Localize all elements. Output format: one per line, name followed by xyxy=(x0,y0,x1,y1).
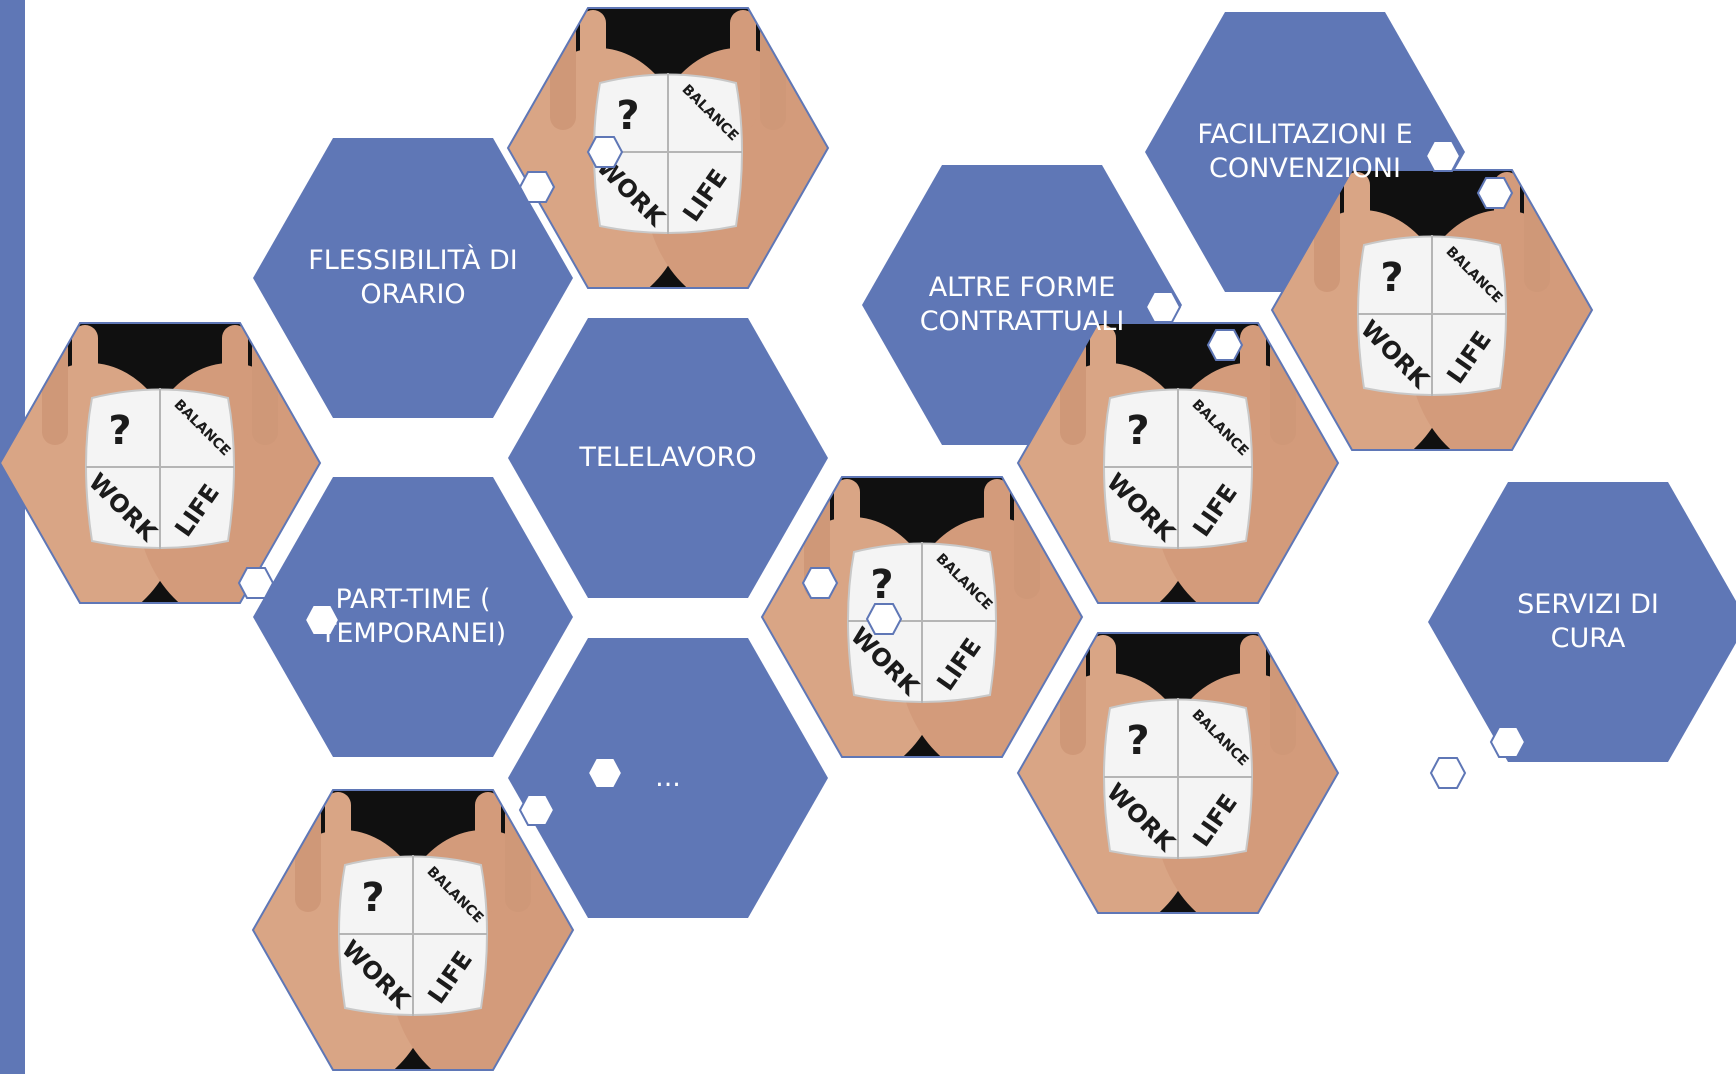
small-hexagon-decoration xyxy=(865,603,903,635)
hexagon-label-facilitazioni: FACILITAZIONI E CONVENZIONI xyxy=(1197,119,1413,184)
small-hexagon-decoration xyxy=(237,567,275,599)
left-accent-bar xyxy=(0,0,25,1074)
small-hexagon-decoration xyxy=(303,604,341,636)
hexagon-telelavoro xyxy=(508,318,828,598)
hexagon-label-ellipsis: ... xyxy=(655,762,681,793)
hexagon-part-time xyxy=(253,477,573,757)
small-hexagon-decoration xyxy=(1429,757,1467,789)
small-hexagon-decoration xyxy=(1424,140,1462,172)
photo-text-question: ? xyxy=(1126,718,1149,764)
small-hexagon-decoration xyxy=(1206,329,1244,361)
hexagon-label-altre-forme: ALTRE FORME CONTRATTUALI xyxy=(919,272,1125,337)
hexagon-servizi xyxy=(1428,482,1736,762)
photo-text-question: ? xyxy=(1380,255,1403,301)
hexagon-label-flessibilita: FLESSIBILITÀ DI ORARIO xyxy=(308,245,518,310)
hexagon-label-part-time: PART-TIME ( TEMPORANEI) xyxy=(319,584,507,649)
small-hexagon-decoration xyxy=(518,171,556,203)
photo-text-question: ? xyxy=(616,93,639,139)
photo-text-question: ? xyxy=(1126,408,1149,454)
hexagon-ellipsis xyxy=(508,638,828,918)
hexagon-flessibilita xyxy=(253,138,573,418)
photo-text-question: ? xyxy=(361,875,384,921)
photo-text-question: ? xyxy=(870,562,893,608)
photo-text-question: ? xyxy=(108,408,131,454)
small-hexagon-decoration xyxy=(586,136,624,168)
hexagon-label-servizi: SERVIZI DI CURA xyxy=(1517,589,1659,654)
small-hexagon-decoration xyxy=(1489,726,1527,758)
small-hexagon-decoration xyxy=(1476,177,1514,209)
small-hexagon-decoration xyxy=(1144,291,1182,323)
small-hexagon-decoration xyxy=(801,567,839,599)
small-hexagon-decoration xyxy=(586,757,624,789)
small-hexagon-decoration xyxy=(518,794,556,826)
hexagon-label-telelavoro: TELELAVORO xyxy=(579,442,757,473)
